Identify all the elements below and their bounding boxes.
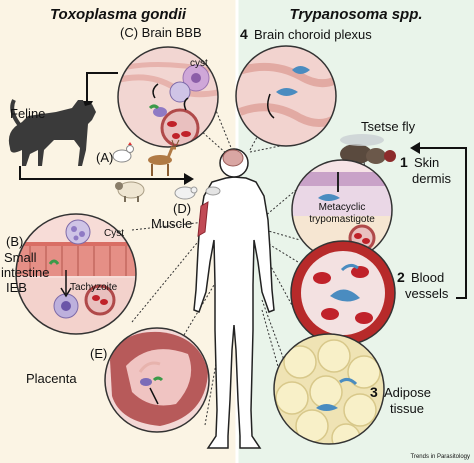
tsetse-cycle-arrow (418, 147, 467, 299)
journal-credit: Trends in Parasitology (411, 454, 470, 460)
inset-choroid-plexus (235, 45, 337, 147)
label-d: (D) (173, 201, 191, 216)
toxoplasma-title: Toxoplasma gondii (50, 6, 187, 23)
label-feline: Feline (10, 106, 45, 121)
label-c-brain-bbb: (C) Brain BBB (120, 25, 202, 40)
inset-placenta (104, 327, 210, 433)
label-b: (B) (6, 234, 23, 249)
label-tachyzoite: Tachyzoite (70, 282, 118, 293)
label-metacyclic: Metacyclic (319, 202, 366, 213)
inset-adipose-tissue (273, 333, 385, 445)
label-cyst: Cyst (104, 228, 124, 239)
arrow-head-right (184, 173, 194, 185)
trypanosoma-title: Trypanosoma spp. (289, 6, 422, 23)
label-number-1: 1 (400, 154, 408, 170)
label-muscle: Muscle (151, 216, 192, 231)
label-ieb: IEB (6, 280, 27, 295)
label-e: (E) (90, 346, 107, 361)
human-brain (222, 149, 244, 167)
label-skin: Skin (414, 155, 439, 170)
label-placenta: Placenta (26, 371, 77, 386)
label-adipose: Adipose (384, 385, 431, 400)
label-blood: Blood (411, 270, 444, 285)
label-intestine: intestine (1, 265, 49, 280)
label-small: Small (4, 250, 37, 265)
label-tsetse-fly: Tsetse fly (361, 119, 416, 134)
label-choroid-plexus: Brain choroid plexus (254, 27, 372, 42)
label-vessels: vessels (405, 286, 449, 301)
label-cyst-small: cyst (190, 58, 208, 69)
label-a: (A) (96, 150, 113, 165)
label-number-3: 3 (370, 384, 378, 400)
label-number-2: 2 (397, 269, 405, 285)
label-tissue: tissue (390, 401, 424, 416)
arrow-head-left (410, 142, 420, 154)
human-muscle (197, 201, 209, 237)
inset-brain-bbb (117, 46, 219, 148)
label-trypomastigote: trypomastigote (309, 214, 375, 225)
label-dermis: dermis (412, 171, 452, 186)
toxoplasma-cycle-arrows (19, 72, 186, 180)
label-number-4: 4 (240, 26, 248, 42)
farm-animals (112, 139, 221, 202)
inset-blood-vessels (290, 240, 396, 346)
cat-illustration (8, 99, 97, 166)
